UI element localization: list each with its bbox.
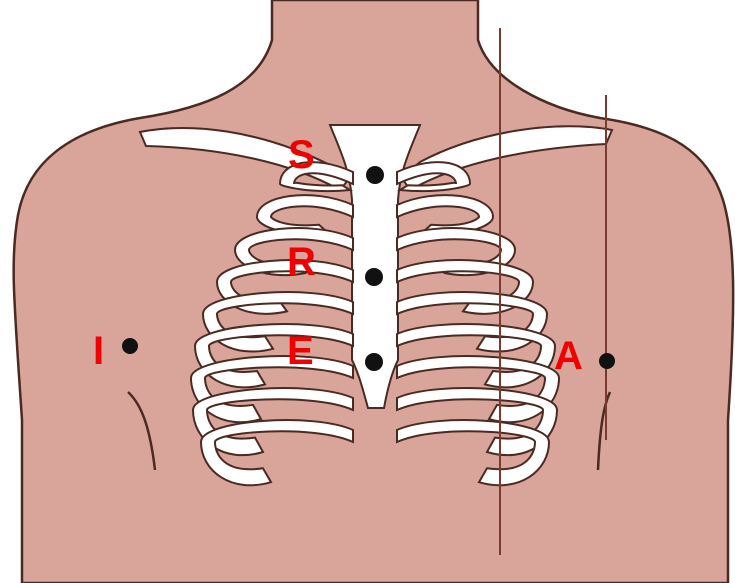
electrode-dot-e (365, 353, 383, 371)
label-e: E (287, 329, 314, 373)
label-a: A (554, 334, 583, 378)
electrode-dot-s (366, 166, 384, 184)
electrode-dot-i (122, 338, 138, 354)
label-i: I (93, 329, 104, 373)
label-r: R (287, 240, 316, 284)
label-s: S (288, 133, 315, 177)
electrode-dot-a (599, 353, 615, 369)
electrode-dot-r (365, 268, 383, 286)
